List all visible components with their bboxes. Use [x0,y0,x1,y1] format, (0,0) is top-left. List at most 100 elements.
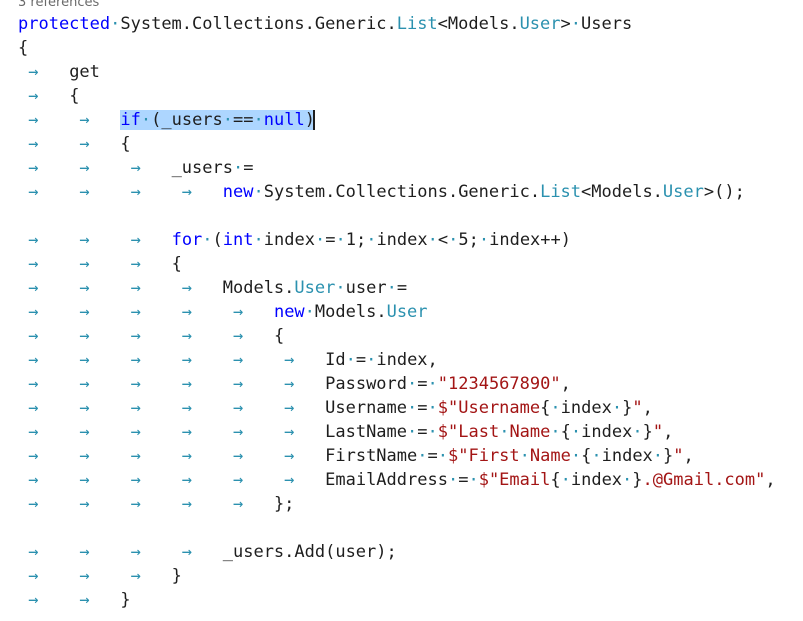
tab-arrow-icon: → [18,86,49,106]
tab-arrow-icon: → [18,326,49,346]
code-text: index [263,230,315,250]
code-line[interactable]: → → } [18,588,803,612]
code-text: System.Collections.Generic. [263,182,541,202]
string-literal: .@Gmail.com" [642,470,766,490]
code-line[interactable]: → → → } [18,564,803,588]
tab-arrow-icon: → [48,542,100,562]
tab-arrow-icon: → [18,278,49,298]
whitespace-marker: · [437,446,448,466]
code-line[interactable]: → → → → → → LastName·=·$"Last·Name·{·ind… [18,420,803,444]
tab-arrow-icon: → [99,350,152,370]
codelens-references-link[interactable]: 3 references [18,0,100,10]
code-line[interactable]: → → → → Models.User·user·= [18,276,803,300]
code-line[interactable]: → → → → new·System.Collections.Generic.L… [18,180,803,204]
code-text: = [243,158,254,178]
tab-arrow-icon: → [18,134,49,154]
whitespace-marker: · [417,446,428,466]
code-text: == [233,110,254,130]
whitespace-marker: · [407,374,418,394]
tab-arrow-icon: → [151,446,203,466]
whitespace-marker: · [427,422,438,442]
whitespace-marker: · [550,422,561,442]
code-text: { [550,470,561,490]
whitespace-marker: · [632,422,643,442]
code-line[interactable] [18,204,803,228]
whitespace-marker: · [570,446,582,466]
code-line[interactable]: → get [18,60,803,84]
keyword: protected [18,14,111,34]
tab-arrow-icon: → [202,470,254,490]
code-text: { [581,446,592,466]
tab-arrow-icon: → [151,350,203,370]
type-name: User [294,278,336,298]
code-text: get [48,62,100,82]
code-text: 1; [345,230,367,250]
code-text: = [355,350,367,370]
code-text: > [560,14,571,34]
code-line[interactable] [18,516,803,540]
code-text: index [560,398,612,418]
tab-arrow-icon: → [202,326,254,346]
code-line[interactable]: → → → → _users.Add(user); [18,540,803,564]
code-line[interactable]: protected·System.Collections.Generic.Lis… [18,12,803,36]
code-text: } [151,566,182,586]
tab-arrow-icon: → [99,446,152,466]
keyword: if [120,110,141,130]
tab-arrow-icon: → [202,422,254,442]
tab-arrow-icon: → [48,374,100,394]
code-line[interactable]: → → → → → new·Models.User [18,300,803,324]
code-line[interactable]: → → → { [18,252,803,276]
tab-arrow-icon: → [48,590,100,610]
code-line[interactable]: → → → → → }; [18,492,803,516]
string-literal: $"Username [437,398,541,418]
code-text: >(); [703,182,745,202]
keyword: new [273,302,305,322]
tab-arrow-icon: → [18,62,49,82]
selection-highlight: if·(_users·==·null) [120,110,315,130]
code-line[interactable]: → → → for·(int·index·=·1;·index·<·5;·ind… [18,228,803,252]
code-line[interactable]: → { [18,84,803,108]
code-line[interactable]: → → if·(_users·==·null) [18,108,803,132]
code-line[interactable]: → → → → → → EmailAddress·=·$"Email{·inde… [18,468,803,492]
code-text [202,182,222,202]
code-lines[interactable]: protected·System.Collections.Generic.Lis… [18,12,803,612]
whitespace-marker: · [570,422,582,442]
code-line[interactable]: → → → _users·= [18,156,803,180]
tab-arrow-icon: → [18,254,49,274]
code-line[interactable]: → → { [18,132,803,156]
code-line[interactable]: → → → → → → Password·=·"1234567890", [18,372,803,396]
string-literal: $"First [448,446,520,466]
tab-arrow-icon: → [202,446,254,466]
code-line[interactable]: → → → → → { [18,324,803,348]
string-literal: $"Email [478,470,551,490]
code-text: = [417,422,428,442]
code-line[interactable]: → → → → → → Id·=·index, [18,348,803,372]
code-text: = [396,278,408,298]
code-text [253,302,273,322]
code-line[interactable]: → → → → → → FirstName·=·$"First·Name·{·i… [18,444,803,468]
whitespace-marker: · [232,158,244,178]
whitespace-marker: · [366,350,377,370]
code-line[interactable]: → → → → → → Username·=·$"Username{·index… [18,396,803,420]
code-text: user [345,278,387,298]
code-text: { [253,326,285,346]
tab-arrow-icon: → [151,302,203,322]
tab-arrow-icon: → [99,230,152,250]
tab-arrow-icon: → [48,230,100,250]
code-text: index [601,446,653,466]
whitespace-marker: · [110,14,121,34]
whitespace-marker: · [550,398,561,418]
tab-arrow-icon: → [18,470,49,490]
code-text: { [48,86,80,106]
tab-arrow-icon: → [151,374,203,394]
code-line[interactable]: { [18,36,803,60]
string-literal: $"Last [437,422,500,442]
tab-arrow-icon: → [48,470,100,490]
whitespace-marker: · [652,446,664,466]
code-text: }; [253,494,295,514]
tab-arrow-icon: → [99,398,152,418]
code-text: <Models. [437,14,520,34]
tab-arrow-icon: → [99,542,152,562]
type-name: List [396,14,438,34]
